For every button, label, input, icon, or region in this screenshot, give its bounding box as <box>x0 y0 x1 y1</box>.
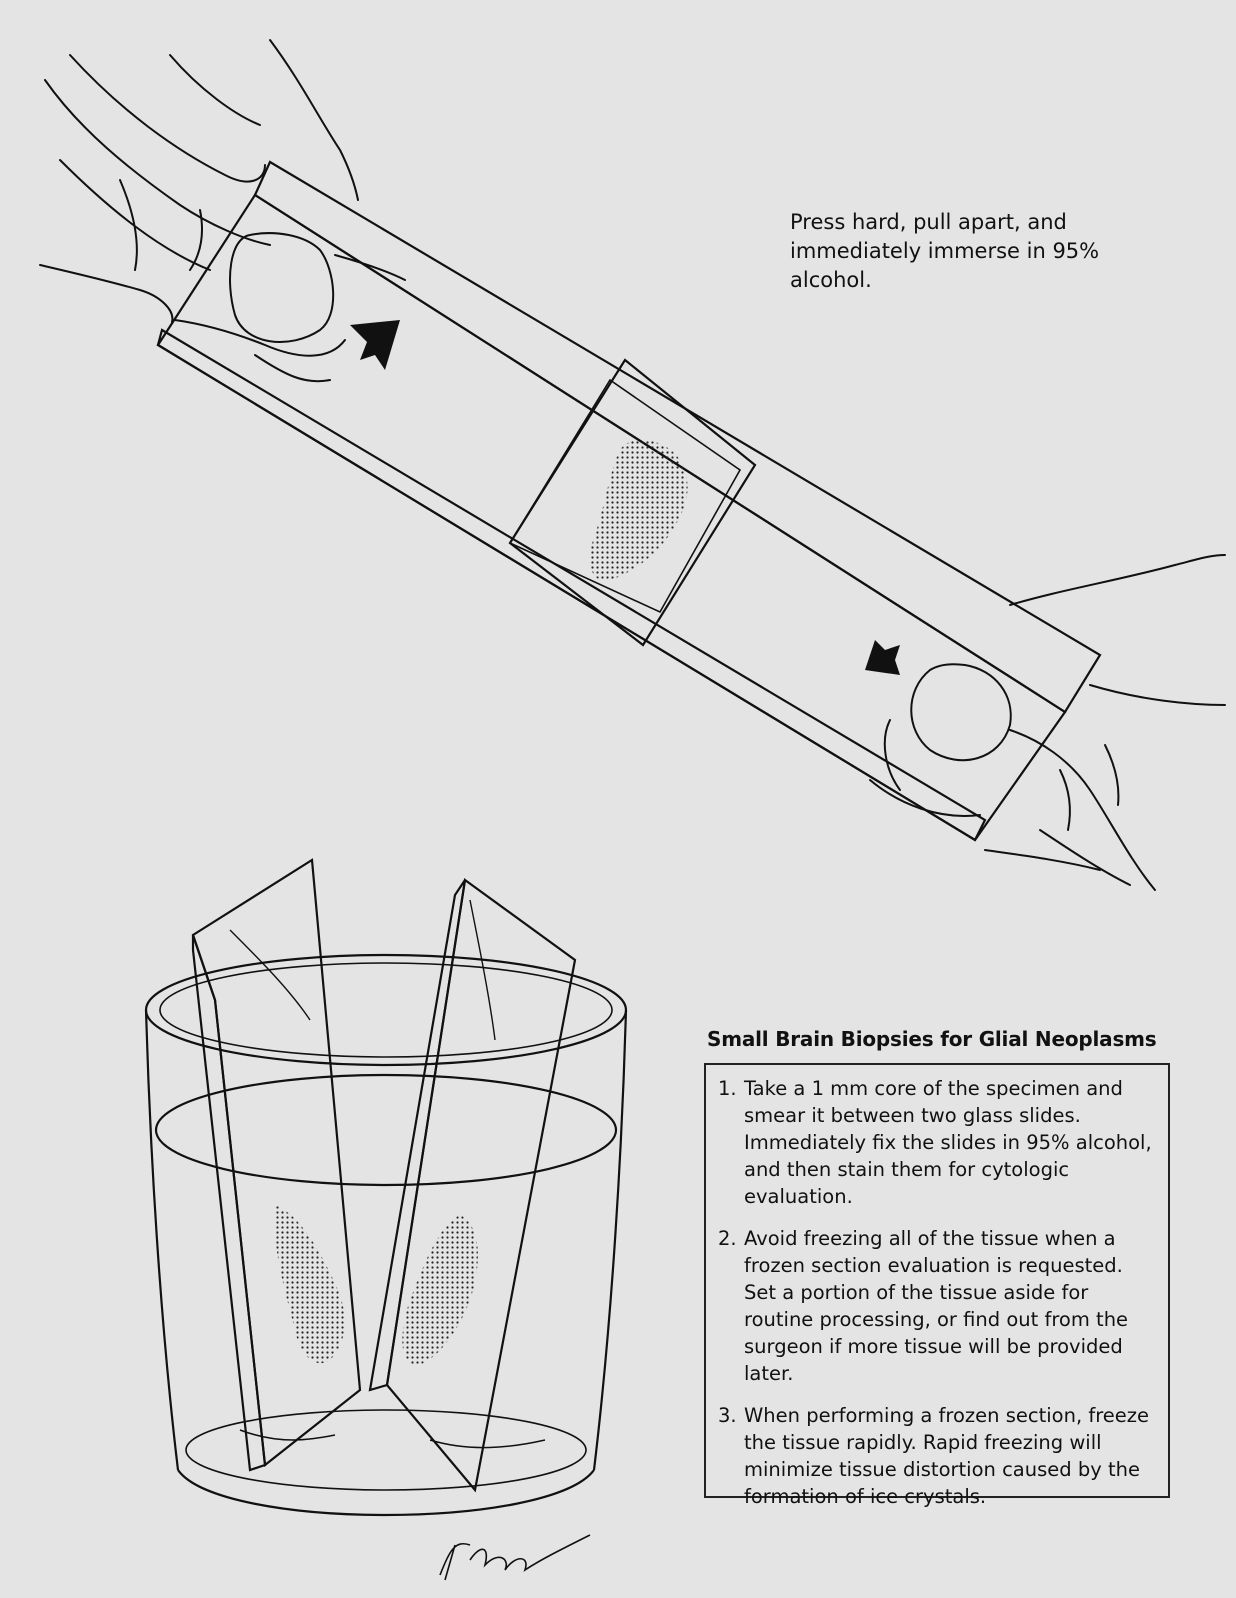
arrow-down-right-icon <box>350 320 400 370</box>
alcohol-beaker-icon <box>144 953 628 1517</box>
tissue-smear-icon <box>590 440 688 581</box>
glass-slides-icon <box>156 160 1102 842</box>
immersed-slides-icon <box>191 858 577 1493</box>
submerged-smear-left-icon <box>274 1205 345 1364</box>
left-hand-icon <box>39 39 406 383</box>
list-item-number: 2. <box>718 1227 737 1250</box>
arrow-up-left-icon <box>865 640 900 675</box>
list-item: 3. When performing a frozen section, fre… <box>718 1402 1156 1510</box>
list-item-number: 1. <box>718 1077 737 1100</box>
list-item: 2. Avoid freezing all of the tissue when… <box>718 1225 1156 1387</box>
list-item-text: Take a 1 mm core of the specimen and sme… <box>744 1077 1152 1208</box>
list-item-text: Avoid freezing all of the tissue when a … <box>744 1227 1129 1385</box>
list-item: 1. Take a 1 mm core of the specimen and … <box>718 1075 1156 1210</box>
submerged-smear-right-icon <box>402 1215 478 1365</box>
signature-icon <box>439 1534 591 1581</box>
list-item-number: 3. <box>718 1404 737 1427</box>
instruction-caption: Press hard, pull apart, and immediately … <box>790 210 1100 292</box>
box-title: Small Brain Biopsies for Glial Neoplasms <box>707 1027 1157 1051</box>
guidelines-list: 1. Take a 1 mm core of the specimen and … <box>718 1075 1156 1510</box>
guidelines-box: 1. Take a 1 mm core of the specimen and … <box>704 1063 1170 1508</box>
list-item-text: When performing a frozen section, freeze… <box>744 1404 1150 1508</box>
right-hand-icon <box>869 554 1226 891</box>
